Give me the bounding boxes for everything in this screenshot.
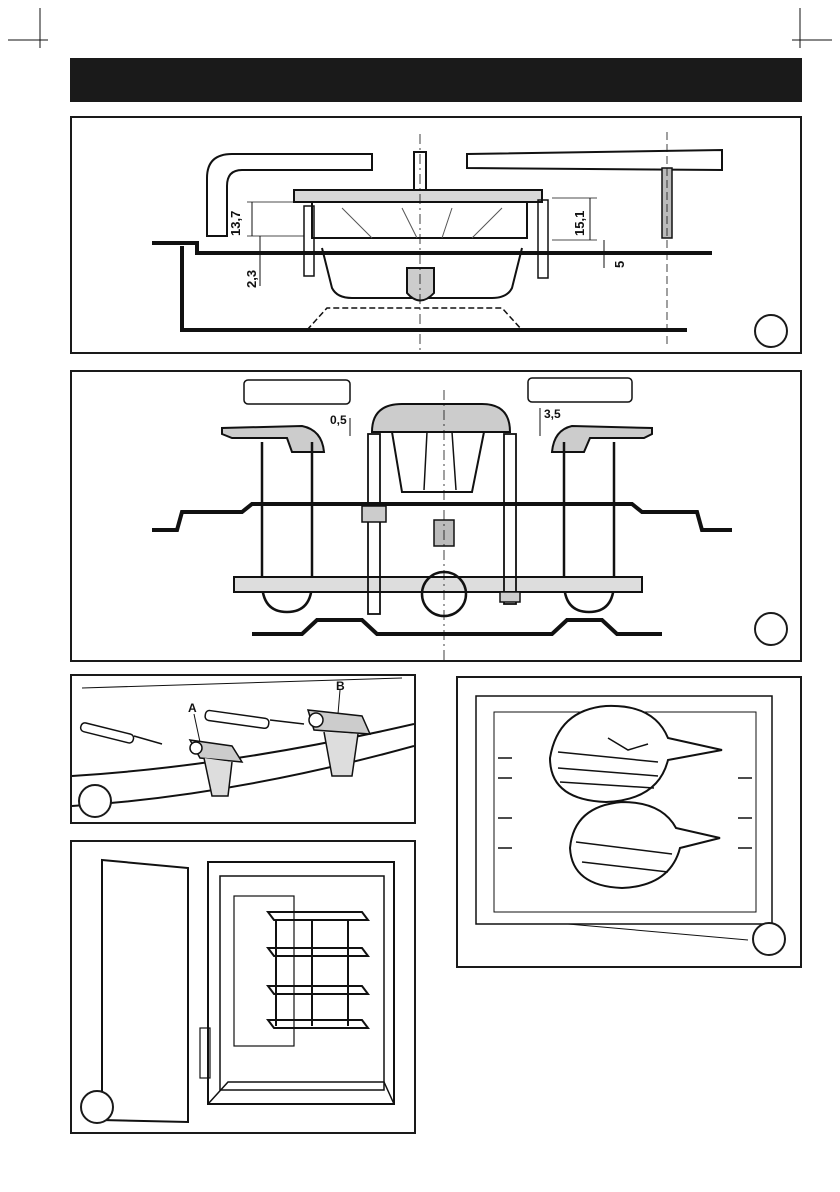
dimension-label: 2,3: [244, 270, 259, 288]
crop-mark-top-left: [0, 0, 60, 60]
figure-4-oven-interior: [70, 840, 416, 1134]
figure-number-circle: [754, 314, 788, 348]
figure-5-shelf-runner-detail: [456, 676, 802, 968]
figure-number-circle: [78, 784, 112, 818]
dimension-label: 3,5: [544, 407, 561, 421]
figure-number-circle: [754, 612, 788, 646]
dimension-label: 0,5: [330, 413, 347, 427]
dimension-label: 15,1: [572, 211, 587, 236]
dimension-label: 13,7: [228, 211, 243, 236]
figure-number-circle: [752, 922, 786, 956]
section-header-bar: [70, 58, 802, 102]
crop-mark-top-right: [780, 0, 840, 60]
figure-5-drawing: [458, 678, 800, 966]
tap-label-b: B: [336, 679, 345, 693]
figure-2-drawing: 0,5 3,5: [72, 372, 800, 660]
figure-3-gas-tap-adjustment: A B: [70, 674, 416, 824]
figure-2-enlarged-cross-section: 0,5 3,5: [70, 370, 802, 662]
figure-number-circle: [80, 1090, 114, 1124]
figure-1-burner-cross-section: 13,7 2,3 15,1 5: [70, 116, 802, 354]
tap-label-a: A: [188, 701, 197, 715]
figure-3-drawing: A B: [72, 676, 414, 822]
dimension-label: 5: [612, 261, 627, 268]
figure-1-drawing: 13,7 2,3 15,1 5: [72, 118, 800, 352]
figure-4-drawing: [72, 842, 414, 1132]
